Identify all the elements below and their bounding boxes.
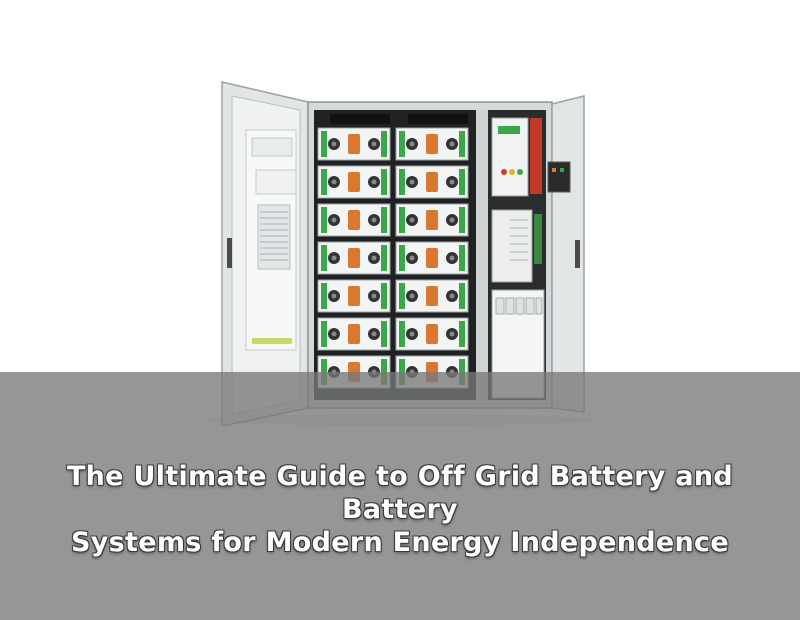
left-door	[221, 81, 309, 427]
headline-line-2: Systems for Modern Energy Independence	[71, 527, 729, 558]
battery-module	[395, 165, 469, 199]
right-door	[547, 95, 585, 413]
caption-band	[0, 372, 800, 620]
door-display-box	[547, 161, 571, 193]
battery-module	[317, 279, 391, 313]
battery-module	[317, 127, 391, 161]
battery-module	[317, 317, 391, 351]
battery-module	[395, 203, 469, 237]
inverter-unit	[491, 209, 533, 283]
inverter-vent-icon	[510, 219, 528, 261]
headline-line-1: The Ultimate Guide to Off Grid Battery a…	[66, 461, 734, 525]
indicator-light-red	[501, 169, 507, 175]
circuit-breaker-row	[495, 297, 543, 315]
control-compartment	[491, 117, 545, 399]
indicator-light-green	[517, 169, 523, 175]
left-door-handle	[227, 238, 232, 268]
battery-module	[317, 165, 391, 199]
air-conditioner-unit	[245, 129, 297, 351]
ac-vent-icon	[260, 211, 288, 261]
battery-module	[395, 127, 469, 161]
right-door-handle	[575, 240, 580, 268]
battery-module	[395, 279, 469, 313]
battery-module	[395, 317, 469, 351]
indicator-light-yellow	[509, 169, 515, 175]
battery-module	[317, 203, 391, 237]
battery-module	[317, 241, 391, 275]
article-headline: The Ultimate Guide to Off Grid Battery a…	[20, 460, 780, 559]
battery-module	[395, 241, 469, 275]
